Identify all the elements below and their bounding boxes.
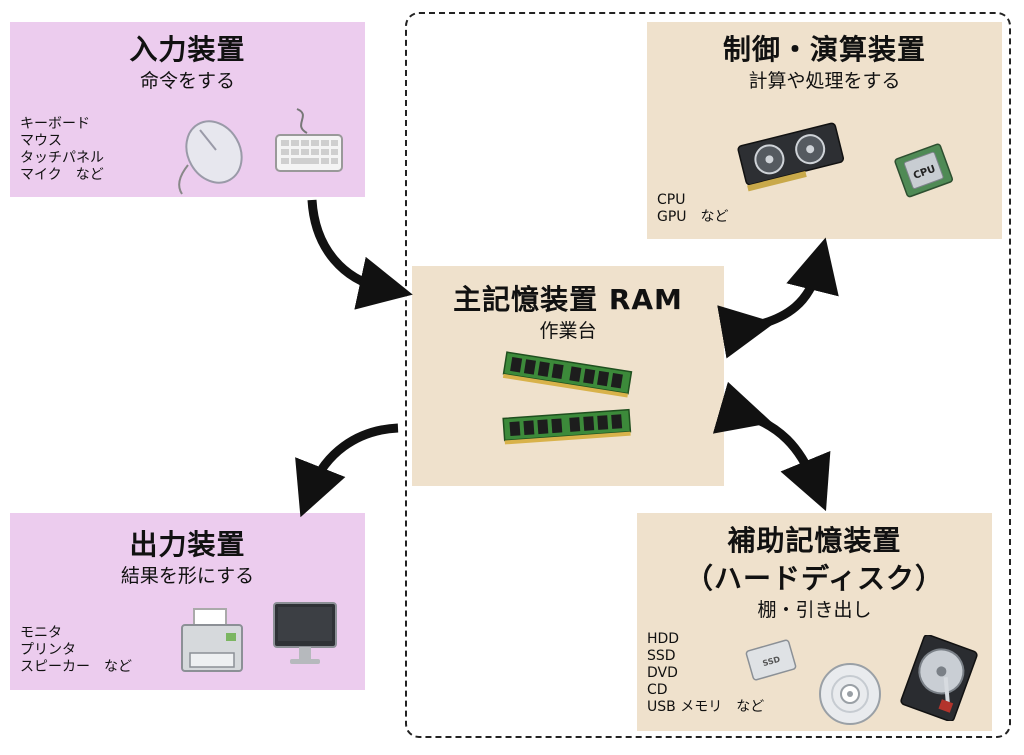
- control-unit-subtitle: 計算や処理をする: [748, 70, 901, 92]
- output-device-box: 出力装置 結果を形にする モニタ プリンタ スピーカー など: [10, 513, 365, 690]
- output-device-subtitle: 結果を形にする: [120, 565, 255, 587]
- monitor-icon: [273, 602, 337, 664]
- control-unit-title: 制御・演算装置: [722, 33, 926, 66]
- list-item: プリンタ: [20, 642, 76, 658]
- ram-module-icon: [502, 351, 633, 445]
- keyboard-icon: [275, 108, 343, 172]
- list-item: CPU: [657, 192, 686, 208]
- list-item: スピーカー など: [20, 659, 132, 675]
- storage-title-line2: （ハードディスク）: [684, 562, 945, 595]
- cd-icon: [819, 663, 881, 725]
- printer-icon: [181, 608, 243, 672]
- memory-to-output-arrow: [295, 423, 399, 518]
- list-item: HDD: [647, 631, 680, 647]
- list-item: マイク など: [20, 167, 104, 183]
- memory-storage-arrow: [712, 381, 831, 512]
- list-item: モニタ: [20, 625, 62, 641]
- ssd-icon: SSD: [745, 639, 797, 681]
- main-memory-title: 主記憶装置 RAM: [453, 283, 683, 316]
- main-memory-subtitle: 作業台: [539, 320, 597, 342]
- computer-boundary: [405, 12, 1011, 738]
- control-unit-examples: CPU GPU など: [657, 192, 729, 226]
- list-item: キーボード: [20, 116, 90, 132]
- control-unit-box: 制御・演算装置 計算や処理をする CPU GPU など CPU: [647, 22, 1002, 239]
- mouse-icon: [178, 120, 243, 195]
- storage-title-line1: 補助記憶装置: [727, 524, 902, 557]
- storage-subtitle: 棚・引き出し: [757, 599, 872, 621]
- list-item: マウス: [20, 133, 62, 149]
- input-device-box: 入力装置 命令をする キーボード マウス タッチパネル マイク など: [10, 22, 365, 197]
- list-item: CD: [647, 682, 668, 698]
- cpu-chip-icon: CPU: [894, 143, 954, 198]
- hdd-icon: [900, 635, 978, 721]
- memory-control-arrow: [717, 237, 839, 359]
- output-device-title: 出力装置: [129, 528, 246, 561]
- input-to-memory-arrow: [307, 199, 413, 310]
- list-item: タッチパネル: [20, 150, 104, 166]
- list-item: GPU など: [657, 209, 729, 225]
- gpu-icon: [737, 122, 845, 192]
- output-device-examples: モニタ プリンタ スピーカー など: [20, 625, 132, 676]
- storage-examples: HDD SSD DVD CD USB メモリ など: [647, 631, 764, 716]
- input-device-subtitle: 命令をする: [139, 70, 235, 92]
- list-item: USB メモリ など: [647, 699, 765, 715]
- list-item: SSD: [647, 648, 676, 664]
- input-device-title: 入力装置: [129, 33, 246, 66]
- main-memory-box: 主記憶装置 RAM 作業台: [412, 266, 724, 486]
- list-item: DVD: [647, 665, 678, 681]
- storage-box: 補助記憶装置 （ハードディスク） 棚・引き出し HDD SSD DVD CD U…: [637, 513, 992, 731]
- input-device-examples: キーボード マウス タッチパネル マイク など: [20, 116, 104, 184]
